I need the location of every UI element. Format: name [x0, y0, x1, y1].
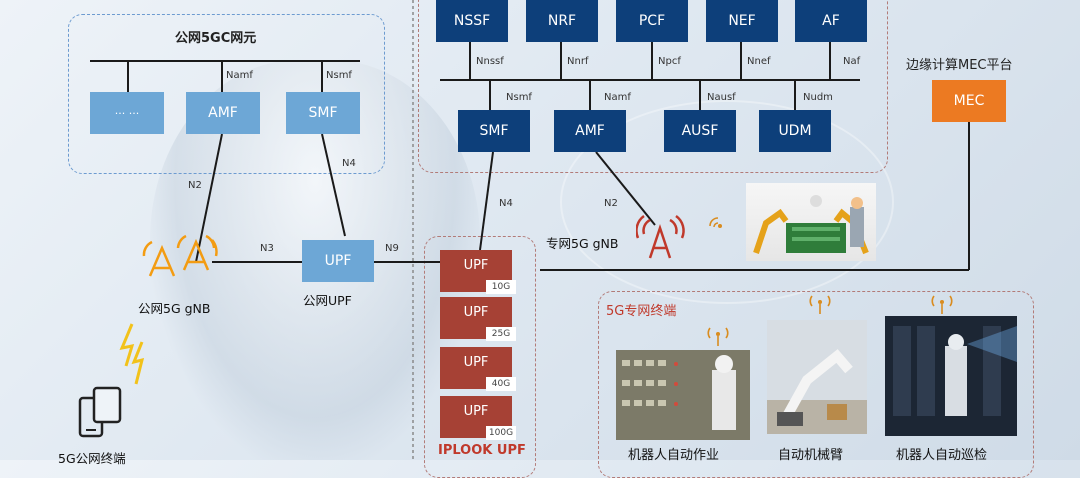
terminals-title: 5G专网终端 — [606, 304, 677, 319]
iface-nudm-label: Nudm — [803, 92, 833, 103]
lightning-bolt-icon — [119, 323, 145, 385]
nf-udm-box: UDM — [759, 110, 831, 152]
factory-robot-arm-image — [746, 183, 876, 261]
wireless-signal-icon — [709, 217, 722, 228]
nf-pcf-box: PCF — [616, 0, 688, 42]
signal-icon-terminal-header — [809, 295, 831, 314]
private-amf-box: AMF — [554, 110, 626, 152]
link-n2-public-label: N2 — [188, 180, 202, 191]
link-n3-label: N3 — [260, 243, 274, 254]
iplook-upf-100g: UPF 100G — [440, 396, 516, 440]
private-gnb-antenna-icon — [636, 214, 685, 259]
public-gnb-antenna-icon — [142, 234, 218, 277]
public-5gc-panel — [68, 14, 385, 174]
public-5gc-title: 公网5GC网元 — [175, 31, 257, 46]
iface-naf-label: Naf — [843, 56, 861, 67]
nf-nef-box: NEF — [706, 0, 778, 42]
iface-nsmf-label: Nsmf — [326, 70, 352, 81]
public-amf-box: AMF — [186, 92, 260, 134]
upf-name: UPF — [463, 404, 489, 419]
upf-name: UPF — [463, 305, 489, 320]
terminal-label-robot-arm: 自动机械臂 — [778, 448, 844, 463]
iface-nsmf-private-label: Nsmf — [506, 92, 532, 103]
iface-npcf-label: Npcf — [658, 56, 681, 67]
iface-nausf-label: Nausf — [707, 92, 736, 103]
nf-nssf-box: NSSF — [436, 0, 508, 42]
robot-arm-image — [767, 320, 867, 434]
private-core-panel — [418, 0, 888, 173]
public-upf-box: UPF — [302, 240, 374, 282]
iplook-upf-title: IPLOOK UPF — [438, 443, 526, 458]
link-n4-public-label: N4 — [342, 158, 356, 169]
upf-capacity: 40G — [486, 377, 516, 391]
terminal-label-robot-work: 机器人自动作业 — [628, 448, 720, 463]
upf-capacity: 100G — [486, 426, 516, 440]
terminal-label-robot-patrol: 机器人自动巡检 — [896, 448, 988, 463]
link-n2-private-label: N2 — [604, 198, 618, 209]
placeholder-nf-box: ··· ··· — [90, 92, 164, 134]
iface-nnrf-label: Nnrf — [567, 56, 589, 67]
mobile-devices-icon — [78, 386, 122, 438]
private-smf-box: SMF — [458, 110, 530, 152]
public-gnb-label: 公网5G gNB — [138, 301, 211, 316]
public-smf-box: SMF — [286, 92, 360, 134]
signal-icon-terminal-header-2 — [931, 295, 953, 314]
public-terminal-label: 5G公网终端 — [58, 451, 126, 466]
iplook-upf-40g: UPF 40G — [440, 347, 516, 391]
mec-title: 边缘计算MEC平台 — [906, 58, 1013, 73]
upf-capacity: 10G — [486, 280, 516, 294]
signal-icon-robot-work — [707, 327, 729, 346]
background-ring — [560, 100, 894, 304]
iplook-upf-10g: UPF 10G — [440, 250, 516, 294]
upf-name: UPF — [463, 355, 489, 370]
iface-nnef-label: Nnef — [747, 56, 771, 67]
upf-capacity: 25G — [486, 327, 516, 341]
nf-af-box: AF — [795, 0, 867, 42]
public-upf-label: 公网UPF — [303, 293, 352, 308]
link-n4-private-label: N4 — [499, 198, 513, 209]
nf-ausf-box: AUSF — [664, 110, 736, 152]
iface-namf-private-label: Namf — [604, 92, 631, 103]
private-gnb-label: 专网5G gNB — [546, 236, 619, 251]
robot-auto-work-image — [616, 350, 750, 440]
nf-nrf-box: NRF — [526, 0, 598, 42]
upf-name: UPF — [463, 258, 489, 273]
iface-nnssf-label: Nnssf — [476, 56, 504, 67]
iplook-upf-25g: UPF 25G — [440, 297, 516, 341]
link-n9-label: N9 — [385, 243, 399, 254]
iface-namf-label: Namf — [226, 70, 253, 81]
mec-box: MEC — [932, 80, 1006, 122]
connection-lines — [90, 0, 970, 460]
robot-patrol-inspection-image — [885, 316, 1017, 436]
